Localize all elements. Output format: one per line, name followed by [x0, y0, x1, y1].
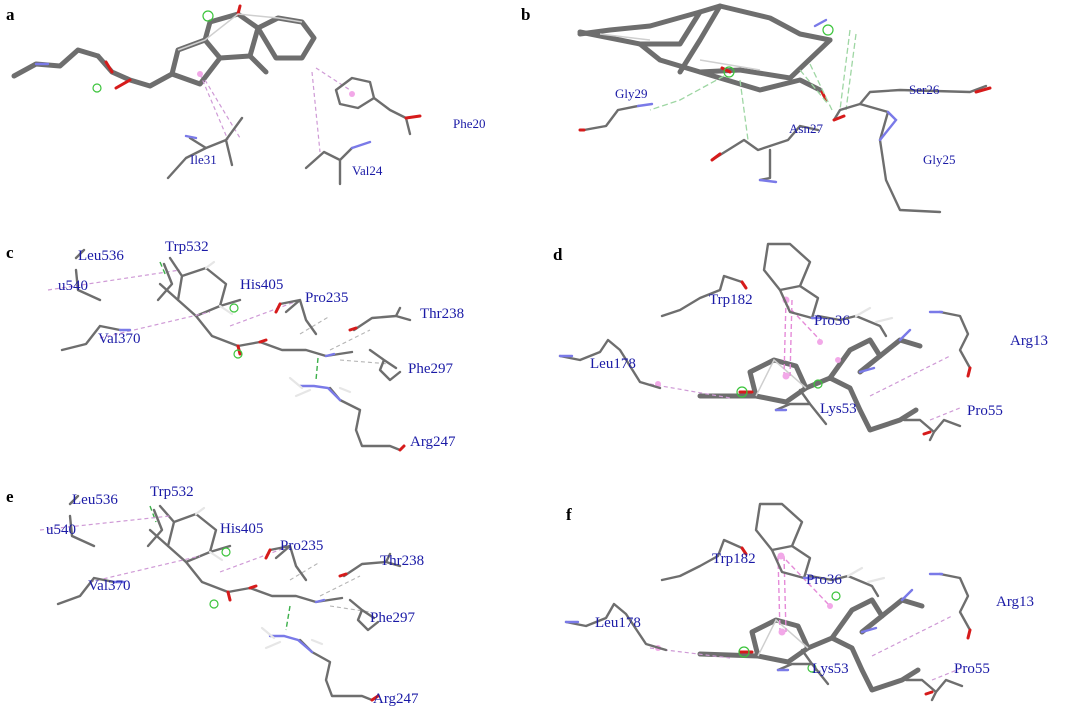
panel-a: a — [6, 4, 486, 186]
residue-label-leu536: Leu536 — [78, 248, 124, 264]
panel-e-ligand — [148, 504, 344, 609]
residue-label-u540: u540 — [58, 278, 88, 294]
residue-label-his405-e: His405 — [220, 521, 263, 537]
panel-f-residues — [564, 502, 972, 702]
residue-label-arg13-f: Arg13 — [996, 594, 1034, 610]
residue-label-trp182: Trp182 — [709, 292, 753, 308]
panel-d-residues — [558, 242, 972, 442]
panel-f-letter: f — [566, 505, 572, 524]
residue-label-val24: Val24 — [352, 163, 383, 178]
panel-d-ligand — [697, 328, 923, 433]
panel-e-residues — [56, 494, 402, 702]
panel-f-ligand — [697, 588, 925, 693]
residue-label-phe20: Phe20 — [453, 116, 486, 131]
residue-label-pro55: Pro55 — [967, 403, 1003, 419]
panel-e-interactions — [39, 505, 371, 631]
residue-label-ile31: Ile31 — [190, 152, 217, 167]
residue-label-his405: His405 — [240, 277, 283, 293]
residue-label-pro36-f: Pro36 — [806, 572, 842, 588]
panel-a-residues — [166, 76, 422, 186]
panel-e: e — [6, 484, 424, 707]
panel-f: f — [564, 502, 1034, 702]
residue-label-lys53: Lys53 — [820, 401, 857, 417]
residue-label-pro235-e: Pro235 — [280, 538, 323, 554]
residue-label-phe297-e: Phe297 — [370, 610, 416, 626]
panel-e-letter: e — [6, 487, 14, 506]
residue-label-pro235: Pro235 — [305, 290, 348, 306]
residue-label-u540-e: u540 — [46, 522, 76, 538]
panel-a-interactions — [197, 67, 355, 153]
residue-label-gly29: Gly29 — [615, 86, 648, 101]
residue-label-arg13: Arg13 — [1010, 333, 1048, 349]
residue-label-trp532-e: Trp532 — [150, 484, 194, 500]
residue-label-arg247-e: Arg247 — [373, 691, 419, 707]
residue-label-ser26: Ser26 — [909, 82, 940, 97]
panel-b: b — [521, 3, 992, 214]
panel-a-ligand — [11, 4, 317, 93]
panel-c-letter: c — [6, 243, 14, 262]
panel-c-ligand — [158, 256, 354, 359]
residue-label-lys53-f: Lys53 — [812, 661, 849, 677]
residue-label-leu178-f: Leu178 — [595, 615, 641, 631]
residue-label-thr238-e: Thr238 — [380, 553, 424, 569]
residue-label-leu178: Leu178 — [590, 356, 636, 372]
residue-label-leu536-e: Leu536 — [72, 492, 118, 508]
panel-d-letter: d — [553, 245, 563, 264]
residue-label-arg247: Arg247 — [410, 434, 456, 450]
residue-label-thr238: Thr238 — [420, 306, 464, 322]
residue-label-trp532: Trp532 — [165, 239, 209, 255]
residue-label-val370: Val370 — [98, 331, 141, 347]
residue-label-asn27: Asn27 — [789, 121, 823, 136]
panel-d: d — [553, 242, 1048, 442]
residue-label-trp182-f: Trp182 — [712, 551, 756, 567]
panel-c: c — [6, 239, 464, 452]
panel-c-residues — [60, 248, 412, 452]
panel-b-ligand — [577, 3, 834, 102]
residue-label-pro55-f: Pro55 — [954, 661, 990, 677]
residue-label-val370-e: Val370 — [88, 578, 131, 594]
panel-b-interactions — [649, 29, 857, 141]
residue-label-gly25: Gly25 — [923, 152, 956, 167]
panel-c-interactions — [47, 261, 391, 381]
panel-b-letter: b — [521, 5, 530, 24]
panel-b-residues — [578, 84, 992, 214]
panel-a-letter: a — [6, 5, 15, 24]
residue-label-phe297: Phe297 — [408, 361, 454, 377]
residue-label-pro36: Pro36 — [814, 313, 850, 329]
panel-f-interactions — [649, 552, 963, 681]
